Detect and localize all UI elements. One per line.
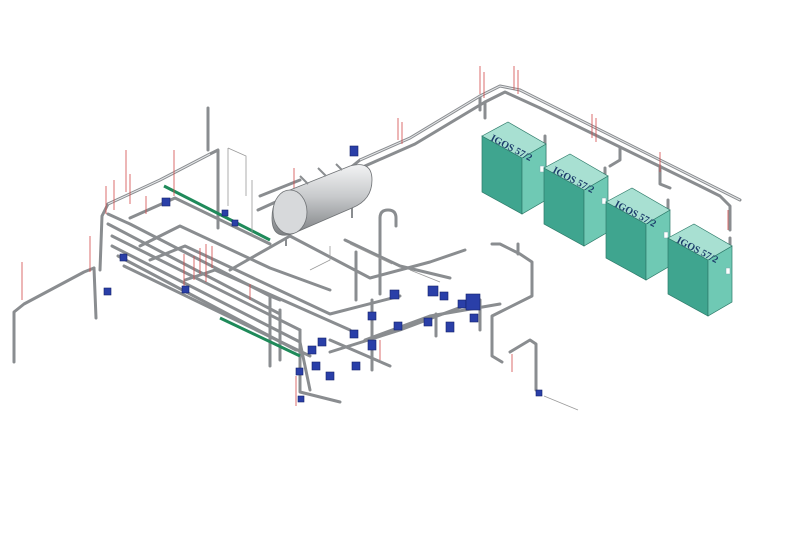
valve [367,339,377,351]
valve [439,291,449,301]
boiler-top [605,187,671,225]
boiler-0: IGOS 57/2 [481,121,547,215]
valve [389,289,400,300]
pump [465,293,481,311]
boiler-top [667,223,733,261]
valve [161,197,171,207]
boiler-2: IGOS 57/2 [605,187,671,281]
gauge-icon [663,231,669,239]
valve [393,321,403,331]
valve [119,253,128,262]
valve [351,361,361,371]
valve [231,219,239,227]
boiler-top [481,121,547,159]
boiler-1: IGOS 57/2 [543,153,609,247]
valve [317,337,327,347]
valve [311,361,321,371]
tag-lines [21,66,729,406]
valve [103,287,112,296]
valve [535,389,543,397]
valve [367,311,377,321]
valve [307,345,317,355]
valve [349,145,359,157]
valve [445,321,455,333]
green-pipe-lower [219,316,301,358]
boiler-3: IGOS 57/2 [667,223,733,317]
valve [221,209,229,217]
boilers: IGOS 57/2 IGOS 57/2 IGOS 57/2 IGOS 57/2 [481,121,733,317]
valve [469,313,479,323]
gauge-icon [601,197,607,205]
valves [103,145,543,403]
gauge-icon [725,267,731,275]
storage-tank [271,163,373,246]
valve [349,329,359,339]
valve [457,299,467,309]
reference-lines [227,147,579,411]
valve [423,317,433,327]
valve [325,371,335,381]
valve [295,367,304,376]
valve [181,285,190,294]
boiler-top [543,153,609,191]
gauge-icon [539,165,545,173]
valve [427,285,439,297]
valve [297,395,305,403]
